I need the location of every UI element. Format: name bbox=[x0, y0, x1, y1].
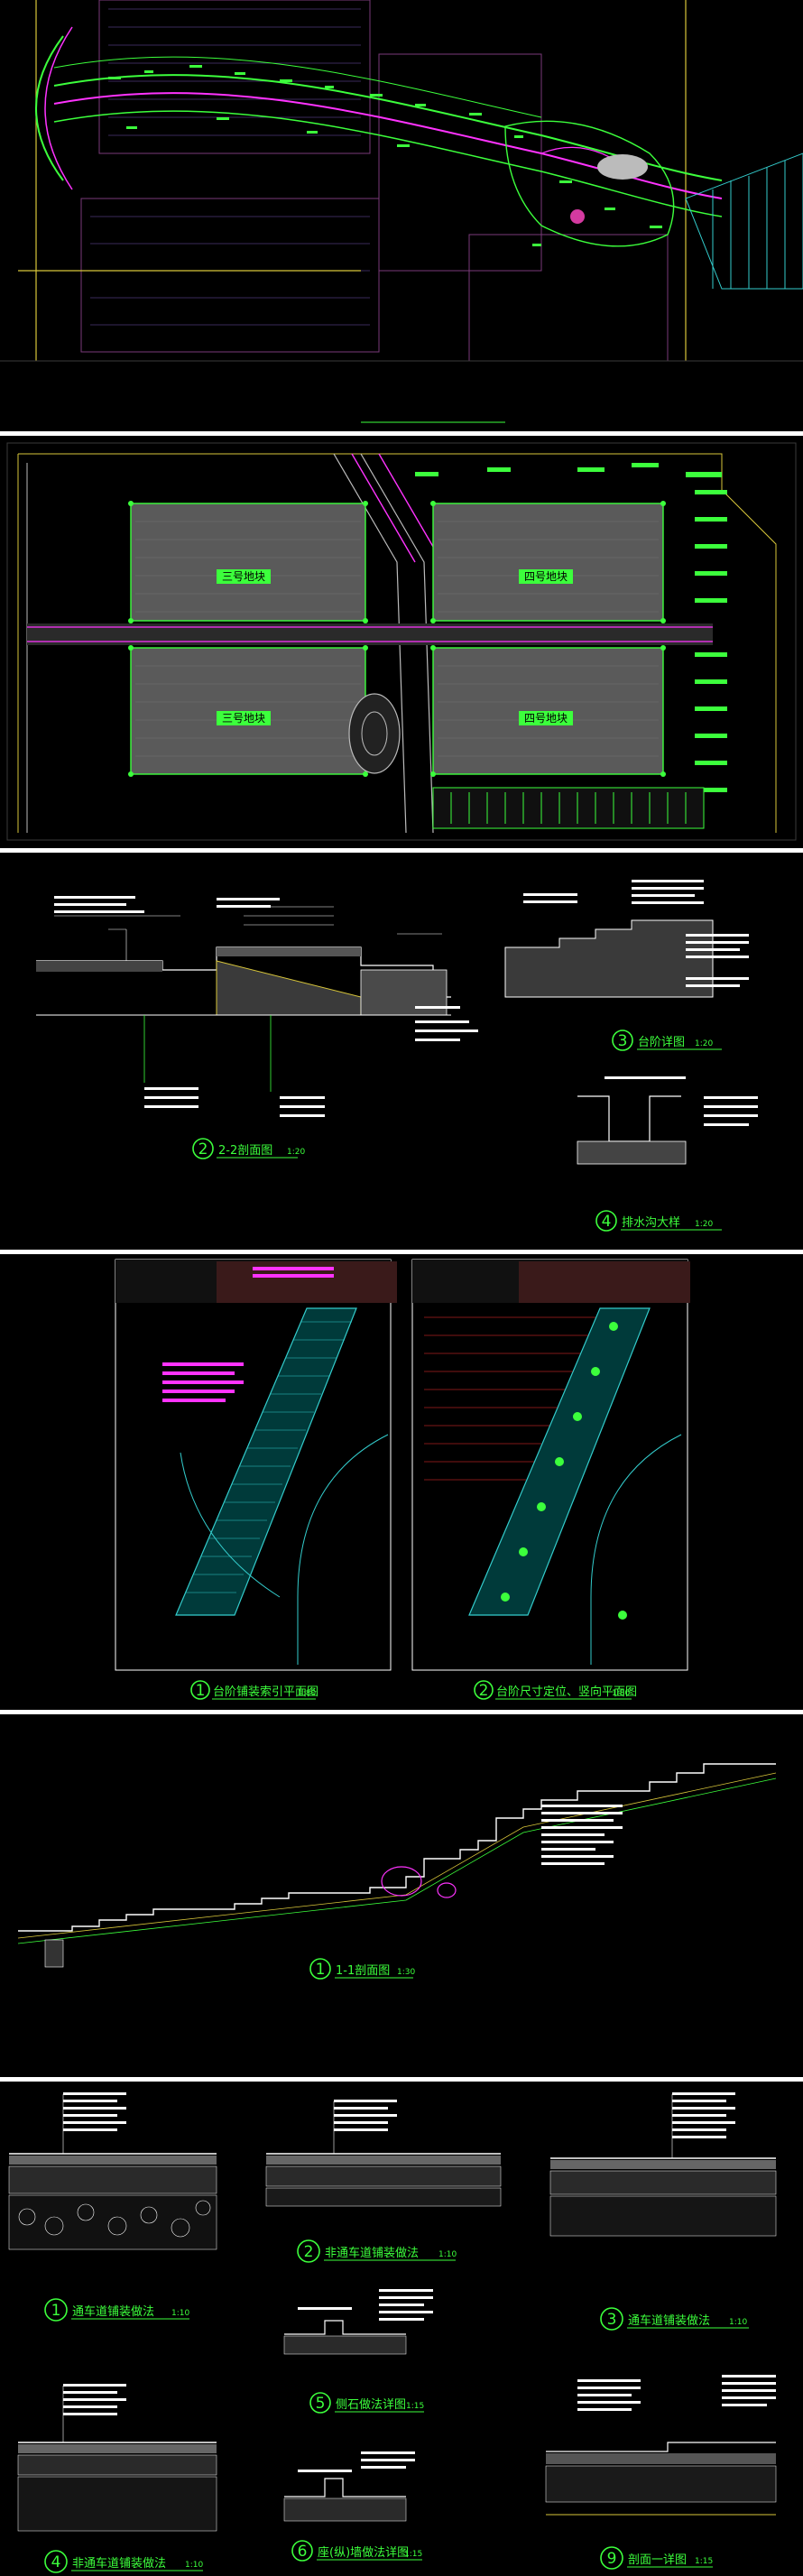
paving-detail-4: 4 非通车道铺装做法 1:10 bbox=[17, 2384, 217, 2573]
paving-detail-2: 2 非通车道铺装做法 1:10 bbox=[265, 2100, 502, 2263]
paving-3-scale: 1:10 bbox=[729, 2318, 747, 2327]
profile-9-scale: 1:15 bbox=[695, 2557, 713, 2566]
blocks-plan-drawing: 三号地块 四号地块 三号地块 四号地块 bbox=[6, 442, 797, 841]
stair-index-title: 台阶铺装索引平面图 bbox=[213, 1685, 318, 1699]
sheet-site-plan bbox=[0, 0, 803, 431]
paving-1-number: 1 bbox=[51, 2302, 61, 2320]
block-label-4-south: 四号地块 bbox=[524, 712, 568, 725]
stair-dim-title: 台阶尺寸定位、竖向平面图 bbox=[496, 1685, 637, 1699]
section-details-drawing: 2 2-2剖面图 1:20 3 台阶详图 1:20 bbox=[36, 880, 758, 1232]
paving-2-title: 非通车道铺装做法 bbox=[325, 2246, 419, 2260]
paving-1-scale: 1:10 bbox=[171, 2309, 189, 2318]
sheet-divider bbox=[0, 2077, 803, 2082]
paving-4-number: 4 bbox=[51, 2553, 61, 2571]
paving-4-title: 非通车道铺装做法 bbox=[72, 2556, 166, 2571]
paving-1-title: 通车道铺装做法 bbox=[72, 2304, 154, 2319]
drain-detail-scale: 1:20 bbox=[695, 1220, 713, 1229]
section-1-1-number: 1 bbox=[316, 1961, 326, 1979]
sheet-paving-details: 1 通车道铺装做法 1:10 2 非通车道铺装做法 1:10 bbox=[0, 2082, 803, 2576]
profile-9-number: 9 bbox=[607, 2550, 617, 2568]
sheet-divider bbox=[0, 1710, 803, 1714]
curb-5-scale: 1:15 bbox=[406, 2402, 424, 2411]
paving-4-scale: 1:10 bbox=[185, 2561, 203, 2570]
step-detail-number: 3 bbox=[618, 1032, 628, 1050]
wall-6-number: 6 bbox=[298, 2543, 308, 2561]
drain-detail-title: 排水沟大样 bbox=[622, 1216, 680, 1230]
paving-2-scale: 1:10 bbox=[438, 2250, 457, 2259]
paving-3-number: 3 bbox=[607, 2311, 617, 2329]
profile-detail-9: 9 剖面一详图 1:15 bbox=[545, 2375, 777, 2570]
curb-detail-5: 5 侧石做法详图 1:15 bbox=[283, 2289, 433, 2414]
section-1-1-drawing: 1 1-1剖面图 1:30 bbox=[17, 1763, 777, 1980]
sheet-stair-plans: 1 台阶铺装索引平面图 1:80 2 台阶尺寸定位、竖向平面图 1:80 bbox=[0, 1254, 803, 1710]
step-detail: 3 台阶详图 1:20 bbox=[504, 880, 749, 1051]
profile-9-title: 剖面一详图 bbox=[628, 2553, 687, 2567]
section-1-1-scale: 1:30 bbox=[397, 1968, 415, 1977]
section-2-2-title: 2-2剖面图 bbox=[218, 1144, 272, 1158]
stair-index-scale: 1:80 bbox=[298, 1689, 316, 1698]
sheet-divider bbox=[0, 1250, 803, 1254]
sheet-section-1-1: 1 1-1剖面图 1:30 bbox=[0, 1714, 803, 2077]
paving-details-drawing: 1 通车道铺装做法 1:10 2 非通车道铺装做法 1:10 bbox=[8, 2092, 777, 2573]
wall-detail-6: 6 座(纵)墙做法详图 1:15 bbox=[283, 2451, 422, 2562]
stair-index-number: 1 bbox=[196, 1682, 206, 1700]
block-label-3-south: 三号地块 bbox=[222, 712, 265, 725]
sheet-divider bbox=[0, 431, 803, 436]
site-plan-drawing bbox=[0, 0, 803, 431]
curb-5-number: 5 bbox=[316, 2395, 326, 2413]
drain-detail: 4 排水沟大样 1:20 bbox=[577, 1076, 758, 1232]
wall-6-scale: 1:15 bbox=[404, 2550, 422, 2559]
paving-2-number: 2 bbox=[304, 2243, 314, 2261]
section-2-2-scale: 1:20 bbox=[287, 1148, 305, 1157]
step-detail-scale: 1:20 bbox=[695, 1039, 713, 1048]
sheet-section-details: 2 2-2剖面图 1:20 3 台阶详图 1:20 bbox=[0, 853, 803, 1250]
drain-detail-number: 4 bbox=[602, 1213, 612, 1231]
sheet-divider bbox=[0, 848, 803, 853]
wall-6-title: 座(纵)墙做法详图 bbox=[318, 2546, 409, 2560]
curb-5-title: 侧石做法详图 bbox=[336, 2398, 406, 2412]
sheet-blocks-plan: 三号地块 四号地块 三号地块 四号地块 bbox=[0, 436, 803, 848]
step-detail-title: 台阶详图 bbox=[638, 1036, 685, 1049]
block-label-3-north: 三号地块 bbox=[222, 570, 265, 583]
section-1-1-title: 1-1剖面图 bbox=[336, 1964, 390, 1978]
section-2-2: 2 2-2剖面图 1:20 bbox=[36, 896, 478, 1159]
paving-detail-1: 1 通车道铺装做法 1:10 bbox=[8, 2092, 217, 2322]
paving-detail-3: 3 通车道铺装做法 1:10 bbox=[549, 2092, 777, 2331]
paving-3-title: 通车道铺装做法 bbox=[628, 2313, 710, 2328]
block-label-4-north: 四号地块 bbox=[524, 570, 568, 583]
stair-plans-drawing: 1 台阶铺装索引平面图 1:80 2 台阶尺寸定位、竖向平面图 1:80 bbox=[115, 1259, 690, 1700]
stair-dim-number: 2 bbox=[479, 1682, 489, 1700]
stair-dim-scale: 1:80 bbox=[612, 1689, 630, 1698]
section-2-2-number: 2 bbox=[198, 1140, 208, 1159]
